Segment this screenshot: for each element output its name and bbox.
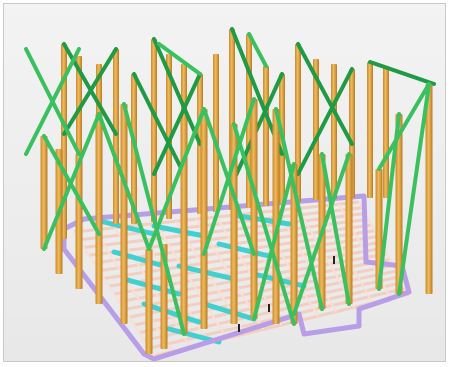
diagonal-brace-front <box>42 112 101 251</box>
floor-rim <box>73 231 155 357</box>
model-viewport[interactable] <box>3 3 446 362</box>
timber-post <box>263 66 269 206</box>
timber-post <box>151 39 157 222</box>
timber-post <box>290 164 298 324</box>
structure-3d-render[interactable] <box>4 4 446 362</box>
diagonal-brace-front <box>397 82 431 296</box>
blocking-member <box>151 223 207 239</box>
diagonal-brace <box>296 67 354 176</box>
timber-post <box>40 136 48 249</box>
timber-post <box>120 104 128 324</box>
diagonal-brace-front <box>232 122 296 326</box>
diagonal-brace-front <box>377 112 401 291</box>
timber-post <box>345 154 353 304</box>
timber-post <box>295 44 301 202</box>
timber-post <box>95 114 103 304</box>
timber-post <box>145 249 153 354</box>
blocking-member <box>141 301 202 325</box>
timber-post <box>230 124 238 324</box>
floor-rim <box>276 210 338 313</box>
blocking-member <box>201 301 257 322</box>
timber-post <box>395 114 403 294</box>
diagonal-brace <box>368 60 436 86</box>
floor-rim <box>215 216 283 326</box>
timber-post <box>75 154 83 289</box>
timber-post <box>367 62 373 198</box>
sill-outline <box>61 193 412 361</box>
diagonal-brace-front <box>292 152 351 316</box>
diagonal-brace <box>132 72 186 176</box>
timber-post <box>200 109 208 329</box>
diagonal-brace-front <box>274 107 324 311</box>
blocking-member <box>216 241 272 259</box>
diagonal-brace <box>296 42 354 146</box>
timber-post <box>213 54 219 212</box>
timber-post <box>313 59 319 200</box>
floor-rim <box>93 229 174 353</box>
blocking-member <box>101 219 157 237</box>
timber-post <box>331 64 337 199</box>
diagonal-brace-front <box>147 107 206 251</box>
diagonal-brace-front <box>24 47 81 156</box>
timber-post <box>180 119 188 334</box>
posts-front-row <box>40 84 433 354</box>
diagonal-brace-front <box>247 32 268 68</box>
diagonal-brace-front <box>157 42 202 76</box>
timber-post <box>425 84 433 294</box>
braces-front <box>24 32 431 336</box>
sill-plate <box>61 193 412 361</box>
floor-rim <box>154 222 228 339</box>
diagonal-brace <box>152 37 202 146</box>
timber-post <box>113 49 119 224</box>
diagonal-brace-front <box>377 82 431 171</box>
diagonal-brace <box>62 47 118 136</box>
diagonal-brace-front <box>97 112 151 251</box>
diagonal-brace-front <box>122 102 186 336</box>
diagonal-brace-front <box>320 152 351 306</box>
diagonal-brace-front <box>202 97 256 256</box>
timber-post <box>250 99 258 319</box>
timber-post <box>166 54 172 219</box>
diagonal-brace <box>152 72 202 176</box>
diagonal-brace-front <box>252 162 296 321</box>
timber-post <box>383 66 389 198</box>
